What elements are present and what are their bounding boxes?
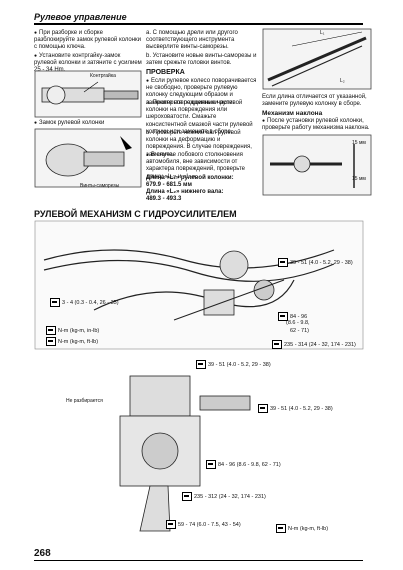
torque-7-value: 84 - 96 (8.6 - 9.8, 62 - 71)	[218, 461, 281, 468]
section-power-steering-title: РУЛЕВОЙ МЕХАНИЗМ С ГИДРОУСИЛИТЕЛЕМ	[34, 209, 237, 219]
legend-1: N-m (kg-m, in-lb)	[46, 326, 99, 335]
tilt-figure	[262, 134, 372, 196]
wrench-icon	[166, 520, 176, 529]
legend-3: N-m (kg-m, ft-lb)	[276, 524, 328, 533]
wrench-icon	[258, 404, 268, 413]
legend-2-text: N-m (kg-m, ft-lb)	[58, 338, 99, 345]
torque-2-value: 3 - 4 (0.3 - 0.4, 26 - 35)	[62, 299, 119, 306]
wrench-icon	[272, 340, 282, 349]
torque-8: 235 - 312 (24 - 32, 174 - 231)	[182, 492, 266, 501]
torque-8-value: 235 - 312 (24 - 32, 174 - 231)	[194, 493, 266, 500]
torque-6: 39 - 51 (4.0 - 5.2, 29 - 38)	[258, 404, 333, 413]
torque-4: 235 - 314 (24 - 32, 174 - 231)	[272, 340, 356, 349]
torque-3c: 62 - 71)	[290, 328, 309, 334]
wrench-icon	[276, 524, 286, 533]
wrench-icon	[50, 298, 60, 307]
torque-9: 59 - 74 (6.0 - 7.5, 43 - 54)	[166, 520, 241, 529]
header-rule	[34, 23, 363, 25]
torque-3c-value: 62 - 71)	[290, 328, 309, 334]
torque-1-value: 39 - 51 (4.0 - 5.2, 29 - 38)	[290, 259, 353, 266]
torque-3: 84 - 96	[278, 312, 307, 321]
torque-2: 3 - 4 (0.3 - 0.4, 26 - 35)	[50, 298, 119, 307]
torque-6-value: 39 - 51 (4.0 - 5.2, 29 - 38)	[270, 405, 333, 412]
len1-label: Длина «L₁» рулевой колонки:	[146, 175, 234, 181]
locknut-label: Контргайка	[90, 73, 116, 79]
power-steering-diagram	[34, 220, 364, 350]
l2-label: L₂	[340, 78, 345, 84]
column-lock-figure	[34, 128, 142, 188]
locknut-figure	[34, 70, 142, 118]
mid-step-a: a. С помощью дрели или другого соответст…	[146, 30, 238, 51]
right-b1: После установки рулевой колонки, проверь…	[262, 118, 372, 132]
len1-value: 679.9 - 681.5 мм	[146, 182, 192, 188]
mid-check-p2: В случае лобового столкновения автомобил…	[146, 152, 258, 181]
wrench-icon	[278, 312, 288, 321]
len2-label: Длина «L₂» нижнего вала:	[146, 189, 224, 195]
gearbox-diagram	[119, 375, 251, 532]
legend-1-text: N-m (kg-m, in-lb)	[58, 327, 100, 334]
wrench-icon	[46, 337, 56, 346]
right-p1: Если длина отличается от указанной, заме…	[262, 94, 367, 108]
torque-3b: (8.6 - 9.8,	[286, 320, 310, 326]
len2-value: 489.3 - 493.3	[146, 196, 182, 202]
torque-7: 84 - 96 (8.6 - 9.8, 62 - 71)	[206, 460, 281, 469]
torque-1: 39 - 51 (4.0 - 5.2, 29 - 38)	[278, 258, 353, 267]
footer-rule	[34, 560, 363, 561]
left-bullet-2: Установите контргайку-замок рулевой коло…	[34, 53, 142, 75]
dim1-label: 15 мм	[352, 140, 366, 146]
left-bullet-3: Замок рулевой колонки	[34, 120, 142, 127]
wrench-icon	[182, 492, 192, 501]
torque-4-value: 235 - 314 (24 - 32, 174 - 231)	[284, 341, 356, 348]
page-number: 268	[34, 548, 51, 559]
wrench-icon	[196, 360, 206, 369]
legend-2: N-m (kg-m, ft-lb)	[46, 337, 98, 346]
page-header: Рулевое управление	[34, 12, 127, 22]
column-length-figure	[262, 28, 372, 90]
torque-9-value: 59 - 74 (6.0 - 7.5, 43 - 54)	[178, 521, 241, 528]
mid-step-b: b. Установите новые винты-саморезы и зат…	[146, 53, 257, 67]
legend-3-text: N-m (kg-m, ft-lb)	[288, 525, 329, 532]
torque-5: 39 - 51 (4.0 - 5.2, 29 - 38)	[196, 360, 271, 369]
left-bullet-1: При разборке и сборке разблокируйте замо…	[34, 30, 142, 52]
section-check-title: ПРОВЕРКА	[146, 69, 185, 76]
not-disassembled-label: Не разбирается	[66, 398, 103, 404]
wrench-icon	[46, 326, 56, 335]
l1-label: L₁	[320, 30, 325, 36]
wrench-icon	[278, 258, 288, 267]
mid-check-a: a. Проверьте подшипники рулевой колонки …	[146, 100, 253, 135]
dim2-label: 15 мм	[352, 176, 366, 182]
wrench-icon	[206, 460, 216, 469]
torque-5-value: 39 - 51 (4.0 - 5.2, 29 - 38)	[208, 361, 271, 368]
mid-check-p1: Если рулевое колесо поворачивается не св…	[146, 78, 258, 107]
torque-3-value: 84 - 96	[290, 313, 308, 320]
torque-3b-value: (8.6 - 9.8,	[286, 320, 310, 326]
screws-label: Винты-саморезы	[80, 183, 120, 189]
tilt-subtitle: Механизм наклона	[262, 110, 323, 117]
